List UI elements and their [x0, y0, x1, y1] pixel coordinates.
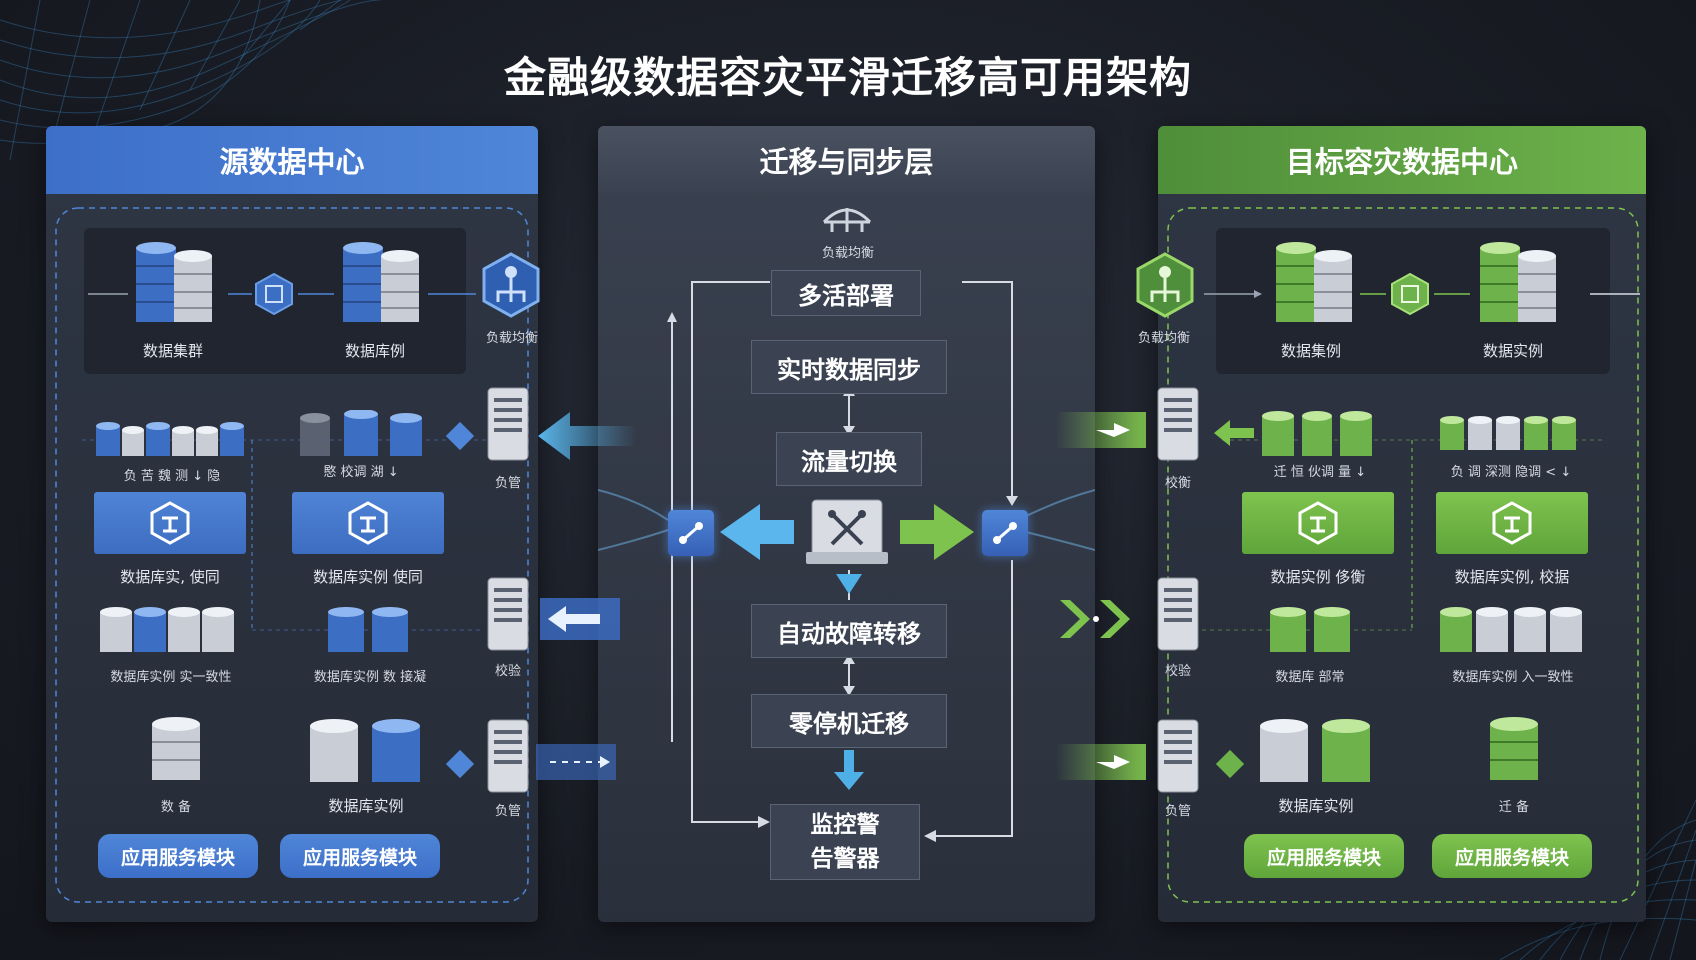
sync-hex-icon: [1492, 501, 1532, 545]
migration-arrow-left: [538, 412, 636, 460]
database-cluster-icon: [136, 242, 212, 322]
tile-label: 数据实例 侈衡: [1270, 568, 1366, 586]
database-row-icon: [96, 422, 244, 456]
app-service-module-button[interactable]: 应用服务模块: [98, 834, 258, 878]
sync-node-left: [668, 510, 714, 556]
migration-sync-header: 迁移与同步层: [598, 126, 1095, 194]
database-instance-icon: [1260, 719, 1370, 782]
step-traffic-switch: 流量切换: [776, 432, 922, 486]
source-cluster-links: [88, 293, 476, 295]
sync-tile: [1242, 492, 1394, 554]
server-label: 校衡: [1164, 476, 1191, 491]
server-icon: [1157, 577, 1199, 651]
row-label: 数据库实例: [1278, 797, 1354, 815]
sync-node-right: [982, 510, 1028, 556]
database-row-icon: [1440, 416, 1576, 450]
row-label: 数 备: [160, 800, 192, 815]
tile-label: 数据库实例 使同: [313, 568, 423, 586]
cluster-label: 数据集例: [1280, 342, 1341, 360]
load-balancer-icon: [482, 252, 540, 318]
tile-label: 数据库实例, 校据: [1454, 568, 1570, 586]
arrow-left-icon: [1214, 420, 1254, 446]
server-icon: [1157, 719, 1199, 793]
step-auto-failover: 自动故障转移: [751, 604, 947, 658]
sync-tile: [292, 492, 444, 554]
database-group-icon: [1270, 607, 1350, 652]
replication-hex-icon: [255, 272, 293, 316]
target-datacenter-header: 目标容灾数据中心: [1158, 126, 1646, 194]
load-balancer-label: 负载均衡: [821, 246, 874, 261]
sync-tile: [1436, 492, 1588, 554]
step-active-active-deploy: 多活部署: [771, 270, 921, 316]
load-balancer-label: 负载均衡: [1137, 331, 1190, 346]
migration-arrow-right: [1060, 600, 1130, 638]
server-icon: [487, 387, 529, 461]
source-dashed-boundary: [55, 207, 529, 903]
load-balancer-label: 负载均衡: [485, 331, 538, 346]
database-row-icon: [1262, 411, 1372, 456]
migration-arrow-left: [540, 598, 620, 640]
row-label: 数据库实例: [328, 797, 404, 815]
row-label: 迁 恒 伙调 量 ↓: [1273, 465, 1367, 480]
traffic-hub-icon: [720, 499, 974, 564]
monitor-line-2: 告警器: [810, 846, 880, 872]
cluster-label: 数据库例: [344, 342, 405, 360]
row-label: 数据库实例 实一致性: [110, 670, 232, 685]
database-group-icon: [1440, 607, 1582, 652]
server-icon: [1157, 387, 1199, 461]
target-cluster-links: [1204, 290, 1640, 298]
cluster-label: 数据集群: [142, 342, 203, 360]
diagram-title: 金融级数据容灾平滑迁移高可用架构: [503, 53, 1192, 102]
migration-arrow-right: [1056, 744, 1146, 780]
step-realtime-sync: 实时数据同步: [751, 340, 947, 394]
row-label: 数据库实例 入一致性: [1452, 670, 1574, 685]
migration-flow-lines: [598, 281, 1095, 842]
monitor-line-1: 监控警: [810, 812, 880, 838]
sync-hex-icon: [150, 501, 190, 545]
app-service-module-button[interactable]: 应用服务模块: [280, 834, 440, 878]
app-service-module-button[interactable]: 应用服务模块: [1432, 834, 1592, 878]
replication-hex-icon: [1391, 272, 1429, 316]
load-balancer-icon: [822, 208, 872, 232]
cluster-label: 数据实例: [1482, 342, 1543, 360]
sync-hex-icon: [1298, 501, 1338, 545]
row-label: 愍 校调 湖 ↓: [323, 465, 399, 480]
load-balancer-icon: [1136, 252, 1194, 318]
migration-arrow-left: [536, 744, 616, 780]
server-icon: [487, 719, 529, 793]
database-cluster-icon: [1276, 242, 1352, 322]
migration-arrow-right: [1056, 412, 1146, 448]
server-label: 负管: [1164, 804, 1191, 819]
target-dashed-boundary: [1167, 207, 1639, 903]
database-row-icon: [300, 410, 422, 456]
server-label: 负管: [494, 804, 521, 819]
row-label: 迁 备: [1498, 800, 1530, 815]
source-datacenter-header: 源数据中心: [46, 126, 538, 194]
database-group-icon: [328, 607, 408, 652]
backup-database-icon: [152, 717, 200, 780]
step-zero-downtime: 零停机迁移: [751, 694, 947, 748]
database-group-icon: [100, 607, 234, 652]
server-icon: [487, 577, 529, 651]
row-label: 数据库 部常: [1275, 670, 1345, 685]
share-icon: [679, 522, 703, 544]
tile-label: 数据库实, 使同: [120, 568, 220, 586]
share-icon: [993, 522, 1017, 544]
backup-database-icon: [1490, 717, 1538, 780]
server-label: 校验: [494, 664, 521, 679]
monitor-alerter: 监控警 告警器: [770, 804, 920, 880]
server-label: 负管: [494, 476, 521, 491]
sync-tile: [94, 492, 246, 554]
row-label: 负 调 深测 隐调 < ↓: [1450, 465, 1572, 480]
server-label: 校验: [1164, 664, 1191, 679]
database-instance-icon: [310, 719, 420, 782]
sync-hex-icon: [348, 501, 388, 545]
database-instance-icon: [343, 242, 419, 322]
row-label: 负 苦 魏 测 ↓ 隐: [123, 469, 221, 484]
database-instance-icon: [1480, 242, 1556, 322]
row-label: 数据库实例 数 接凝: [313, 670, 427, 685]
app-service-module-button[interactable]: 应用服务模块: [1244, 834, 1404, 878]
